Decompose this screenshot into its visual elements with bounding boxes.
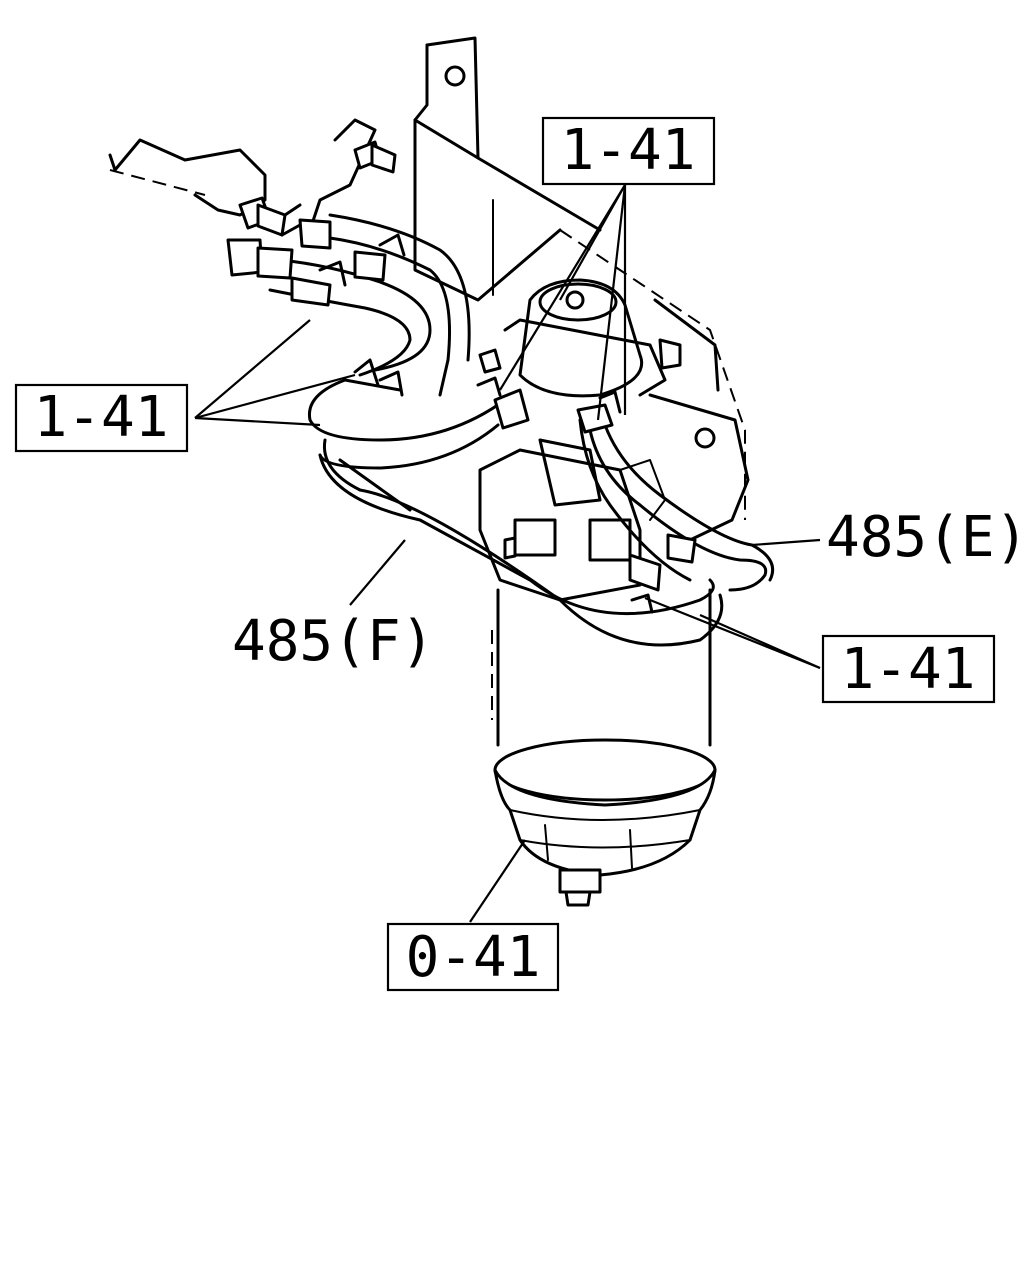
callout-hose-f: 485(F): [232, 609, 434, 674]
callout-text: 1-41: [841, 637, 976, 702]
fuel-hose-485e: [578, 418, 775, 592]
hose-clip: [226, 238, 294, 280]
callout-text: 485(F): [232, 609, 434, 674]
callout-text: 1-41: [561, 118, 696, 183]
callout-text: 1-41: [34, 385, 169, 450]
hose-clips: [226, 218, 697, 614]
hose-clip: [476, 376, 530, 430]
hose-clip: [666, 533, 697, 564]
filter-canister: [491, 588, 717, 907]
mounting-bracket: [108, 36, 750, 542]
callout-hose-clip-top: 1-41: [541, 116, 716, 186]
hose-clip: [353, 358, 404, 397]
callout-text: 0-41: [406, 925, 541, 990]
bolt-group: [238, 140, 397, 237]
drain-plug: [558, 868, 602, 907]
bolt-left: [238, 196, 302, 237]
callout-hose-clip-left: 1-41: [14, 383, 189, 453]
hose-clip: [628, 553, 662, 614]
callout-text: 485(E): [826, 505, 1024, 570]
fuel-hose-485f: [268, 213, 724, 647]
hose-clip: [298, 218, 332, 250]
hose-clip: [353, 233, 406, 282]
hose-clip: [290, 260, 347, 307]
callout-filter-element: 0-41: [386, 922, 560, 992]
hose-clip: [576, 390, 622, 434]
bolt-upper: [353, 140, 397, 174]
leader-lines: [194, 184, 821, 923]
callout-hose-e: 485(E): [826, 505, 1024, 570]
callout-hose-clip-right: 1-41: [821, 634, 996, 704]
